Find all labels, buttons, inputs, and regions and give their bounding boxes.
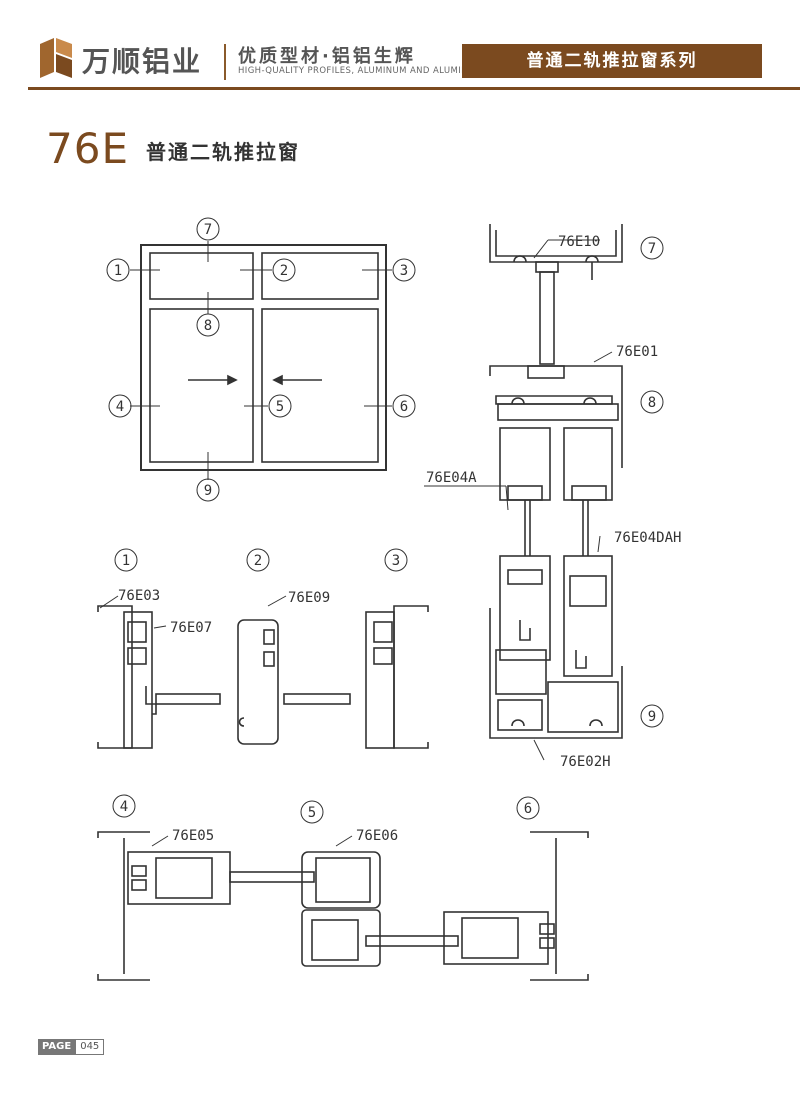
label-76E04A: 76E04A	[426, 470, 477, 486]
callout-6-section: 6	[524, 801, 532, 817]
label-76E09: 76E09	[288, 590, 330, 606]
page-header: 万顺铝业 优质型材·铝铝生辉 HIGH-QUALITY PROFILES, AL…	[0, 0, 800, 96]
callout-1-section: 1	[122, 553, 130, 569]
model-number: 76E	[46, 124, 129, 173]
callout-markers: 7 1 2 3 8 4 5 6 9	[106, 217, 416, 502]
section-4-5-6	[97, 831, 589, 981]
label-76E01: 76E01	[616, 344, 658, 360]
page-label: PAGE	[38, 1039, 76, 1055]
callout-2: 2	[280, 263, 288, 279]
callout-5: 5	[276, 399, 284, 415]
page-number: 045	[75, 1039, 105, 1055]
brand-logo-icon	[40, 38, 72, 78]
label-76E04DAH: 76E04DAH	[614, 530, 681, 546]
profile-labels: 76E10 76E01 76E04A 76E04DAH 76E02H 76E03…	[118, 234, 681, 844]
callout-9: 9	[204, 483, 212, 499]
header-rule	[28, 87, 800, 90]
callout-7-section: 7	[648, 241, 656, 257]
section-1-2-3	[97, 605, 429, 749]
callout-6: 6	[400, 399, 408, 415]
callout-1: 1	[114, 263, 122, 279]
label-76E06: 76E06	[356, 828, 398, 844]
series-title: 普通二轨推拉窗系列	[462, 44, 762, 78]
callout-8: 8	[204, 318, 212, 334]
window-elevation	[130, 241, 392, 480]
label-76E02H: 76E02H	[560, 754, 611, 770]
callout-4-section: 4	[120, 799, 128, 815]
callout-4: 4	[116, 399, 124, 415]
callout-2-section: 2	[254, 553, 262, 569]
callout-9-section: 9	[648, 709, 656, 725]
label-76E03: 76E03	[118, 588, 160, 604]
page-indicator: PAGE 045	[38, 1039, 105, 1055]
profile-leaders	[99, 239, 613, 847]
label-76E10: 76E10	[558, 234, 600, 250]
header-divider	[224, 44, 226, 80]
label-76E07: 76E07	[170, 620, 212, 636]
slogan: 优质型材·铝铝生辉	[238, 46, 416, 67]
brand-name: 万顺铝业	[82, 45, 203, 78]
callout-8-section: 8	[648, 395, 656, 411]
label-76E05: 76E05	[172, 828, 214, 844]
vertical-section	[489, 224, 623, 739]
callout-5-section: 5	[308, 805, 316, 821]
callout-3-section: 3	[392, 553, 400, 569]
callout-3: 3	[400, 263, 408, 279]
model-name: 普通二轨推拉窗	[146, 140, 300, 164]
slogan-english: HIGH-QUALITY PROFILES, ALUMINUM AND ALUM…	[238, 66, 483, 76]
section-callouts: 7 8 9 1 2 3 4 5 6	[112, 236, 664, 824]
callout-7: 7	[204, 222, 212, 238]
